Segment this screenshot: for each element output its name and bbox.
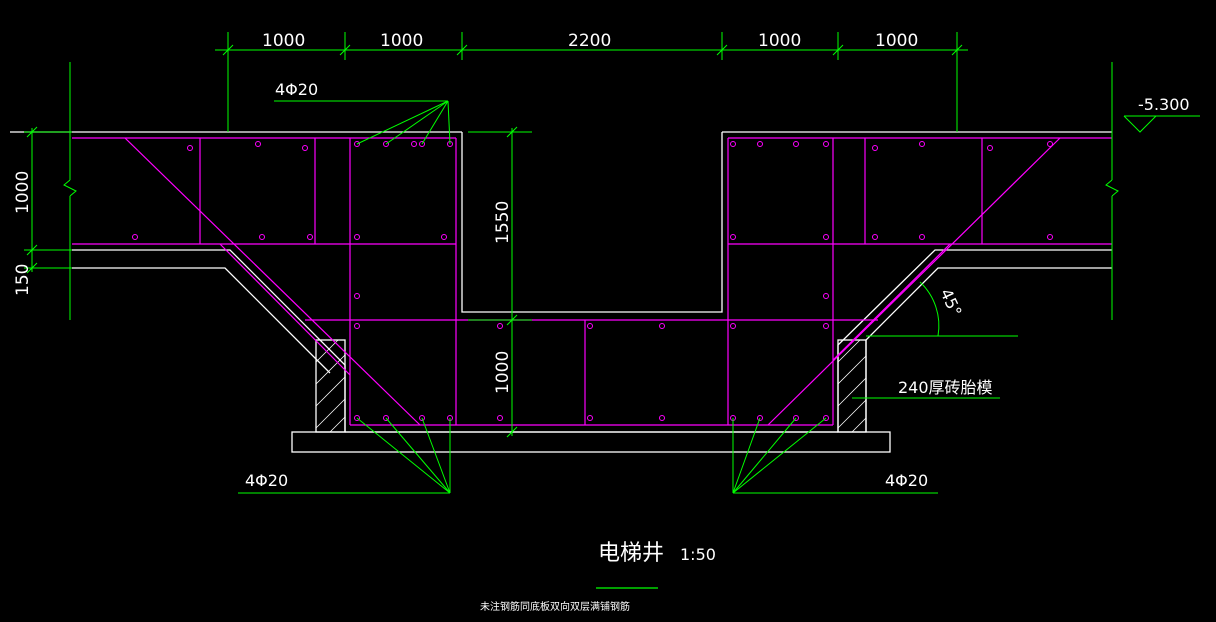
dim-left-height: 1000: [13, 171, 33, 214]
dimension-lines: [24, 32, 1200, 438]
dim-top-3: 2200: [568, 31, 611, 51]
dimension-labels: 1000 1000 2200 1000 1000 1000 150 1550 1…: [13, 31, 918, 394]
dim-top-1: 1000: [262, 31, 305, 51]
drawing-scale: 1:50: [680, 545, 716, 564]
dim-lower-depth: 1000: [493, 351, 513, 394]
brick-mold-label: 240厚砖胎模: [898, 378, 993, 397]
rebar-bottom-left-label: 4Φ20: [245, 471, 288, 490]
drawing-note: 未注钢筋同底板双向双层满铺钢筋: [480, 600, 630, 613]
dim-pit-depth: 1550: [493, 201, 513, 244]
angle-label: 45°: [936, 286, 965, 320]
title-block: 电梯井 1:50 未注钢筋同底板双向双层满铺钢筋: [480, 541, 716, 613]
drawing-title: 电梯井: [598, 541, 664, 566]
elevation-label: -5.300: [1138, 95, 1190, 114]
dim-top-4: 1000: [758, 31, 801, 51]
rebar-bottom-right-label: 4Φ20: [885, 471, 928, 490]
rebar-dots: [132, 141, 1053, 421]
dim-top-5: 1000: [875, 31, 918, 51]
concrete-outline: [10, 131, 1112, 453]
rebar-top-label: 4Φ20: [275, 80, 318, 99]
dim-top-2: 1000: [380, 31, 423, 51]
rebar-lines: [72, 137, 1112, 426]
dim-left-small: 150: [13, 264, 33, 296]
brick-mold-hatch: [315, 339, 867, 433]
rebar-leaders: [238, 100, 938, 494]
